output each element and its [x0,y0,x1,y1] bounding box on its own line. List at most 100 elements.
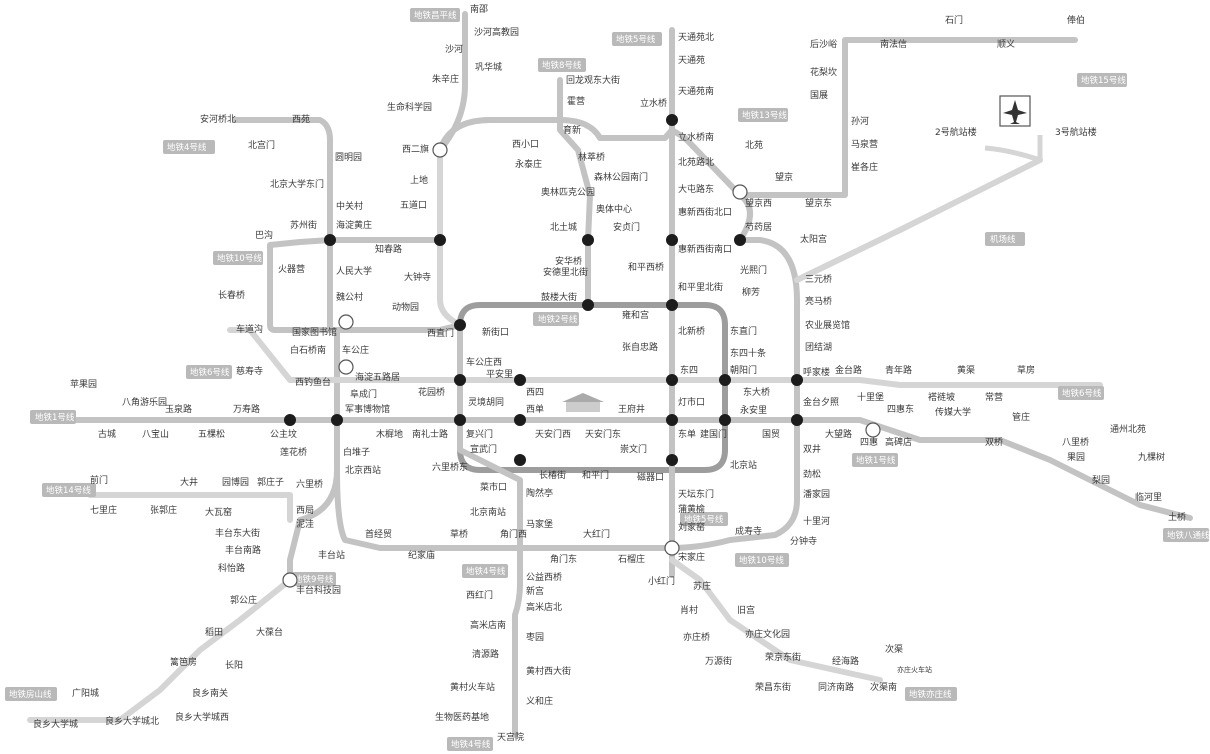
svg-text:地铁8号线: 地铁8号线 [542,60,582,71]
station-huangqu: 黄渠 [957,364,975,376]
station-xisi: 西四 [526,387,544,398]
station-xidan: 西单 [526,403,544,415]
station-shimen: 石门 [945,14,963,26]
station-sanyuanqiao: 三元桥 [805,273,832,285]
station-majiapu: 马家堡 [526,518,553,530]
station-tiantongyuanbei: 天通苑北 [678,31,714,43]
transfer-nodes [284,114,803,466]
station-yiheyuan: 义和庄 [526,695,553,707]
station-jintaixizhao: 金台夕照 [803,396,839,408]
station-taoranting: 陶然亭 [526,487,553,499]
tag-line-yizhuang: 地铁亦庄线 [905,687,957,701]
station-dongsi: 东四 [680,364,698,376]
station-liangxiangdaxuechengbei: 良乡南关 [192,687,228,699]
tag-line-13: 地铁13号线 [738,108,788,122]
station-xizhimen: 西直门 [427,327,454,339]
station-zhuxinzhuang: 朱辛庄 [432,73,459,85]
station-nanlishilu: 南礼士路 [412,428,448,440]
station-guojiatushuguan: 国家图书馆 [292,326,337,338]
station-lishuiqiaonan: 立水桥南 [678,131,714,143]
station-hepinglibeijie: 和平里北街 [678,281,723,293]
station-tuanjiehu: 团结湖 [805,341,832,353]
station-huangcunhuochezhan: 黄村火车站 [450,681,495,693]
station-nanfaxin: 南法信 [880,38,907,50]
line-8-route [557,77,593,308]
station-changyang: 稻田 [205,627,223,638]
line-15-route [737,37,1078,198]
svg-text:地铁1号线: 地铁1号线 [856,455,896,466]
airport-terminal-branch [984,135,1043,163]
station-yuanboyuan: 前门 [90,474,108,486]
station-shengwuyiyao: 生物医药基地 [435,711,489,723]
station-haidianhuangzhuang: 海淀黄庄 [336,219,372,231]
station-xiju: 西局 [296,505,314,516]
station-cishousi: 慈寿寺 [236,365,263,377]
station-jiugong: 肖村 [680,604,698,616]
svg-text:地铁2号线: 地铁2号线 [538,314,578,325]
station-beixinqiao: 北新桥 [678,325,705,337]
station-guangximen: 光熙门 [740,264,767,276]
station-beijingzhan: 北京站 [730,459,757,471]
station-qilizhuang: 郭庄子 [257,476,284,488]
station-xinjiekou: 新街口 [482,326,509,338]
station-yizhuanghuochezhan: 次渠 [885,643,903,655]
station-yizhuanghuochezhan-note: 亦庄火车站 [897,665,932,674]
station-maquanying: 马泉营 [851,138,878,150]
station-nanshao: 南邵 [470,3,488,15]
station-xiyuan: 西苑 [292,113,310,125]
station-dongzhimen: 东直门 [730,325,757,337]
line-10-route [267,117,800,551]
station-bajiaoyoulechang: 八角游乐园 [122,396,167,408]
svg-text:地铁1号线: 地铁1号线 [35,412,75,423]
tag-line-6-east: 地铁6号线 [1058,386,1104,400]
station-tuqiao: 土桥 [1168,511,1186,523]
station-dongsishitiao: 东四十条 [730,347,766,359]
tag-line-2: 地铁2号线 [533,312,579,326]
station-beijingnanzhan: 北京南站 [470,506,506,518]
line-6-route [227,327,1103,388]
station-tiananmendong: 天安门东 [585,428,621,440]
station-hepingmen: 长椿街 [539,469,566,481]
station-zhangzizhonglu: 张自忠路 [622,341,658,353]
tag-line-1: 地铁1号线 [30,410,76,424]
station-fengtainanlu: 丰台东大街 [215,527,260,539]
station-anzhenmen: 安贞门 [613,221,640,233]
station-wanyuanjie: 亦庄文化园 [745,628,790,640]
svg-text:地铁亦庄线: 地铁亦庄线 [909,689,952,700]
station-gonghuacheng: 巩华城 [475,61,502,73]
station-fengtaizhan: 丰台站 [318,549,345,561]
station-dajing: 园博园 [222,476,249,488]
station-xiaohongmen: 苏庄 [693,580,711,592]
tag-line-4: 地铁4号线 [163,140,215,154]
station-caoqiao: 草桥 [450,528,468,540]
station-panjiayuan: 潘家园 [803,488,830,500]
station-yizhuangqiao: 旧宫 [737,604,755,616]
station-jianguomen: 建国门 [700,428,727,440]
station-datunludong: 大屯路东 [678,183,714,195]
station-lianhuaqiao: 莲花桥 [280,446,307,458]
svg-text:地铁10号线: 地铁10号线 [217,253,262,264]
station-fenzhongsi: 分钟寺 [790,535,817,547]
station-dalianpo: 褡裢坡 [928,391,955,403]
station-tiananmenxi: 天安门西 [535,428,571,440]
station-chaoyangmen: 朝阳门 [730,364,757,376]
station-xingong: 新宫 [526,585,544,597]
station-jiukeshu: 九棵树 [1138,451,1165,463]
station-nongyezhanlanguan: 农业展览馆 [805,319,850,331]
station-lingjinghutong: 灵境胡同 [468,396,504,408]
station-shuangjing: 双井 [803,443,821,455]
station-dahongmen: 大红门 [583,528,610,540]
station-zhangguozhuang: 七里庄 [90,504,117,516]
station-dongdaqiao: 东大桥 [743,386,770,398]
station-yonghegong: 雍和宫 [622,309,649,321]
station-xierqi: 西二旗 [402,143,429,155]
tag-line-15: 地铁15号线 [1077,73,1127,87]
station-beijingxizhan: 白堆子 [343,446,370,458]
station-chegongzhuangxi: 海淀五路居 [355,371,400,383]
station-liuliqiaodong: 北京西站 [345,464,381,476]
station-renmindaxue: 人民大学 [336,265,372,277]
station-dengshikou: 灯市口 [678,396,705,408]
station-shiliuzhuang: 石榴庄 [618,553,645,565]
station-sihui: 四惠 [860,436,878,448]
station-dabaotai: 郭公庄 [230,594,257,606]
